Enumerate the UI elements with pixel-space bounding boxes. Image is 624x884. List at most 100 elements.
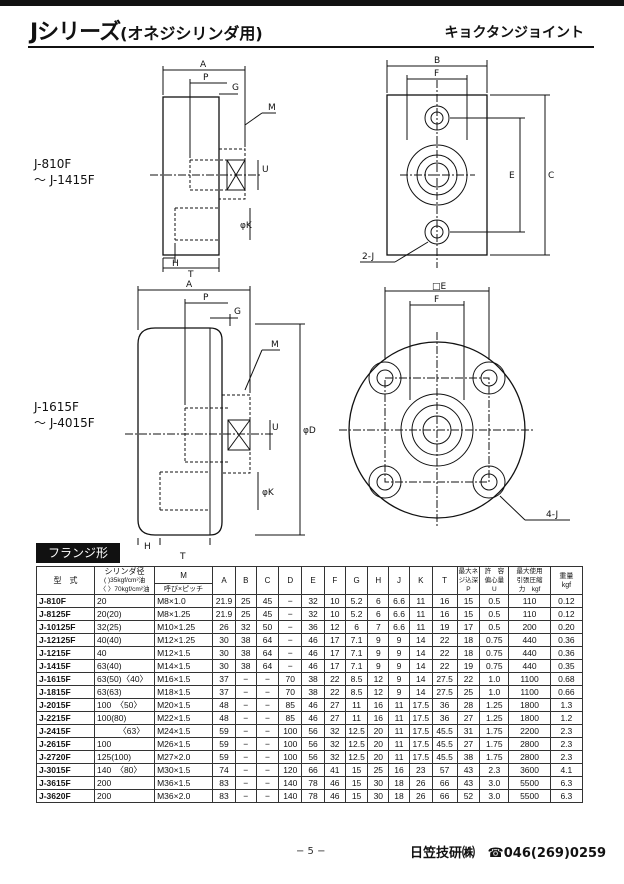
table-cell: 85: [278, 698, 303, 712]
top-dimension-labels: A P G M U φK H T B F C E 2-J: [172, 56, 554, 280]
company-info: 日笠技研㈱ ☎046(269)0259: [410, 842, 606, 861]
table-cell: 125(100): [94, 750, 156, 764]
table-cell: 27.5: [431, 672, 458, 686]
table-cell: 1.0: [479, 672, 510, 686]
company-phone: ☎046(269)0259: [487, 846, 607, 861]
table-cell: 46: [323, 789, 346, 803]
table-cell: M20×1.5: [154, 698, 214, 712]
table-cell: 46: [301, 659, 325, 673]
bottom-front-view: [339, 287, 570, 528]
table-cell: 17.5: [408, 737, 433, 751]
table-cell: −: [255, 698, 280, 712]
table-cell: 32(25): [94, 620, 156, 634]
table-cell: 46: [301, 633, 325, 647]
table-cell: 83: [212, 776, 236, 790]
table-cell: M16×1.5: [154, 672, 214, 686]
col-bore-l1: シリンダ径: [104, 567, 145, 577]
table-cell: 38: [234, 633, 257, 647]
table-cell: 1.25: [479, 711, 510, 725]
col-bore-l3: 〈 〉70kgf/cm²油: [99, 586, 150, 593]
model-cell: J-2615F: [35, 737, 96, 751]
table-cell: M26×1.5: [154, 737, 214, 751]
table-cell: 440: [508, 659, 551, 673]
table-cell: 12: [323, 620, 346, 634]
table-cell: −: [278, 620, 303, 634]
company-name: 日笠技研㈱: [410, 846, 476, 861]
dim-t-top: T: [187, 270, 194, 280]
table-cell: 0.5: [479, 607, 510, 621]
table-cell: 16: [367, 698, 390, 712]
table-cell: −: [234, 672, 257, 686]
table-cell: −: [234, 750, 257, 764]
table-cell: 9: [388, 659, 410, 673]
title-main: Jシリーズ: [30, 20, 121, 45]
table-cell: 0.12: [549, 607, 584, 621]
table-cell: 11: [388, 750, 410, 764]
dim-g-top: G: [232, 83, 239, 93]
col-j: J: [388, 566, 410, 595]
table-cell: −: [234, 789, 257, 803]
table-cell: 0.36: [549, 646, 584, 660]
table-cell: 7.1: [344, 633, 369, 647]
table-cell: 46: [301, 711, 325, 725]
table-cell: 27: [323, 698, 346, 712]
table-cell: 12.5: [344, 750, 369, 764]
table-cell: 18: [388, 776, 410, 790]
table-cell: M27×2.0: [154, 750, 214, 764]
dim-b-top: B: [434, 56, 440, 66]
col-p-l1: 最大ネ: [458, 568, 479, 575]
table-cell: 17.5: [408, 724, 433, 738]
table-cell: −: [255, 711, 280, 725]
table-cell: 120: [278, 763, 303, 777]
table-cell: 56: [301, 737, 325, 751]
table-cell: 15: [456, 594, 481, 608]
table-cell: 64: [255, 633, 280, 647]
table-cell: 64: [255, 659, 280, 673]
table-cell: 200: [94, 776, 156, 790]
table-cell: 25: [234, 594, 257, 608]
model-cell: J-1215F: [35, 646, 96, 660]
dim-j-top: 2-J: [362, 252, 374, 262]
table-cell: 15: [344, 776, 369, 790]
col-t: T: [431, 566, 458, 595]
table-cell: 1.75: [479, 737, 510, 751]
table-cell: 10: [323, 607, 346, 621]
table-cell: 100: [278, 724, 303, 738]
table-cell: 43: [456, 763, 481, 777]
table-cell: 7.1: [344, 646, 369, 660]
table-cell: 27.5: [431, 685, 458, 699]
table-cell: 14: [408, 633, 433, 647]
table-cell: 20: [94, 594, 156, 608]
table-cell: −: [255, 685, 280, 699]
table-cell: 16: [431, 594, 458, 608]
table-cell: M22×1.5: [154, 711, 214, 725]
table-cell: 1100: [508, 672, 551, 686]
table-cell: 63(50)〈40〉: [94, 672, 156, 686]
table-cell: 25: [456, 685, 481, 699]
table-cell: 41: [323, 763, 346, 777]
col-u-l1: 許 容: [484, 568, 505, 575]
dim-k-top: φK: [240, 221, 253, 231]
model-cell: J-2415F: [35, 724, 96, 738]
table-cell: 16: [388, 763, 410, 777]
table-cell: 11: [344, 711, 369, 725]
table-cell: 0.35: [549, 659, 584, 673]
table-cell: 8.5: [344, 672, 369, 686]
table-cell: 38: [456, 750, 481, 764]
table-cell: 2.3: [479, 763, 510, 777]
dim-h-top: H: [172, 259, 179, 269]
col-k: K: [408, 566, 433, 595]
table-cell: 26: [212, 620, 236, 634]
table-cell: 1.2: [549, 711, 584, 725]
table-header-row: 型 式 シリンダ径 ( )35kgf/cm²油 〈 〉70kgf/cm²油 M …: [35, 566, 584, 595]
table-cell: 140 〈80〉: [94, 763, 156, 777]
table-cell: 0.20: [549, 620, 584, 634]
table-cell: 22: [323, 685, 346, 699]
